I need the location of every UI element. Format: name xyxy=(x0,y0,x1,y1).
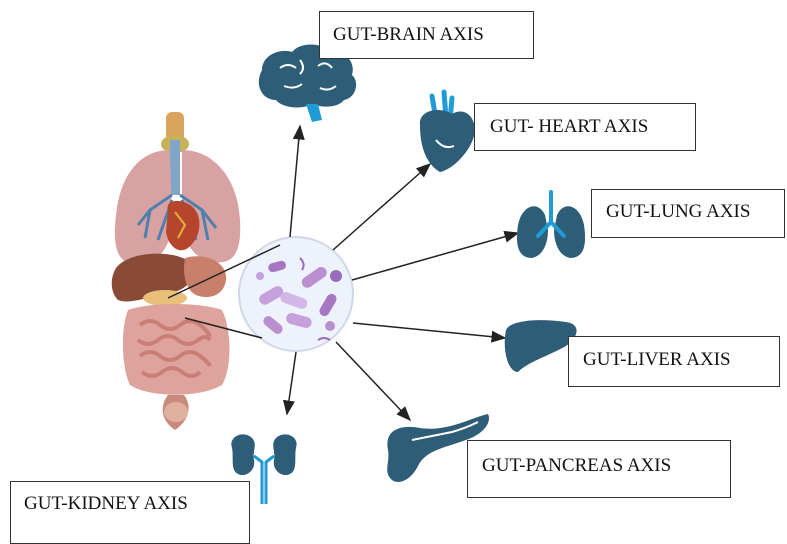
gut-kidney-axis-label: GUT-KIDNEY AXIS xyxy=(10,481,250,544)
microbiome-icon xyxy=(239,237,353,351)
gut-heart-axis-label: GUT- HEART AXIS xyxy=(474,103,696,151)
human-organs-icon xyxy=(112,112,241,430)
heart-icon xyxy=(420,92,475,172)
gut-pancreas-axis-label: GUT-PANCREAS AXIS xyxy=(467,440,731,498)
liver-icon xyxy=(505,320,577,372)
gut-liver-axis-label: GUT-LIVER AXIS xyxy=(568,336,780,387)
gut-lung-axis-label: GUT-LUNG AXIS xyxy=(591,189,785,238)
lung-icon xyxy=(517,192,585,258)
gut-brain-axis-label: GUT-BRAIN AXIS xyxy=(319,11,534,59)
